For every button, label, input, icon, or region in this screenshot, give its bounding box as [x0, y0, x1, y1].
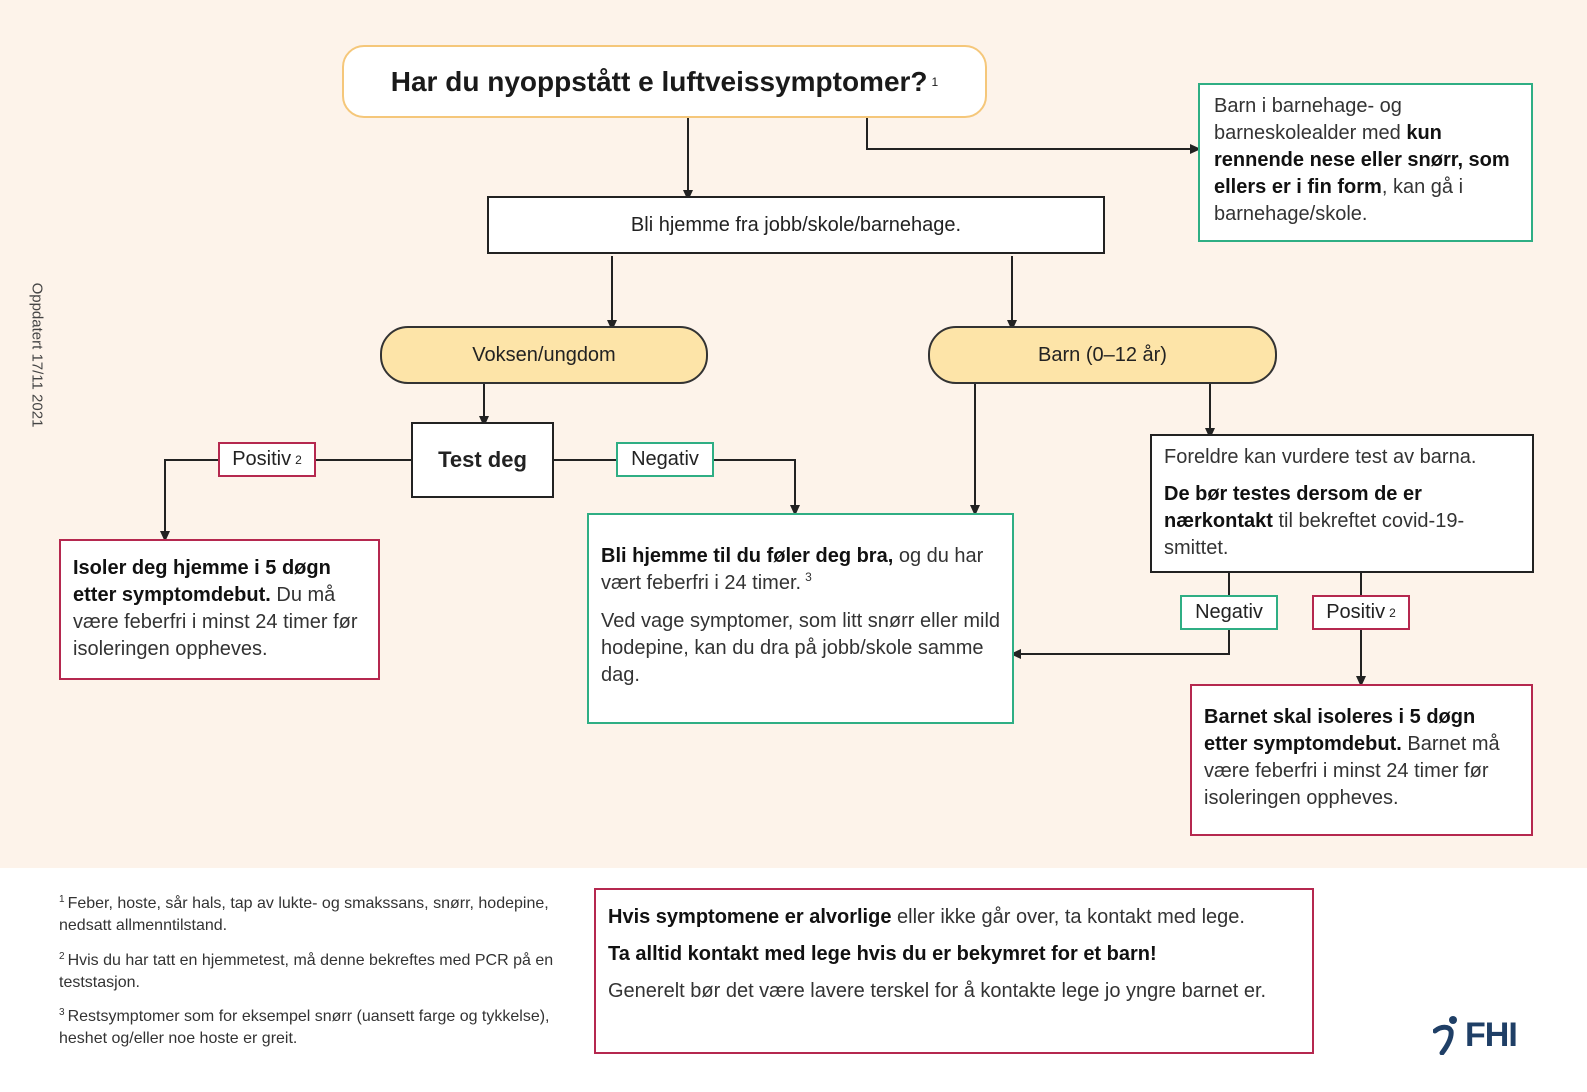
- negative-tag-adult-label: Negativ: [631, 448, 699, 470]
- positive-tag-child-label: Positiv: [1326, 601, 1386, 623]
- contact-doctor-line1: Hvis symptomene er alvorlige eller ikke …: [608, 904, 1300, 931]
- parents-consider-test-p1: Foreldre kan vurdere test av barna.: [1164, 446, 1477, 468]
- arrow-test-to-isolate: [160, 459, 411, 542]
- question-text: Har du nyoppstått e luftveissymptomer?: [390, 65, 928, 97]
- arrow-question-to-greennote: [866, 116, 1201, 154]
- adult-pill: Voksen/ungdom: [380, 326, 708, 384]
- parents-consider-test-p2: De bør testes dersom de er nærkontakt ti…: [1164, 481, 1520, 562]
- isolate-child-rest: Barnet må være feberfri i minst 24 timer…: [1204, 733, 1500, 809]
- isolate-adult-box: Isoler deg hjemme i 5 døgn etter symptom…: [59, 539, 380, 680]
- child-pill-label: Barn (0–12 år): [1038, 343, 1167, 366]
- isolate-child-box: Barnet skal isoleres i 5 døgn etter symp…: [1190, 684, 1533, 836]
- fhi-logo: FHI: [1433, 1013, 1533, 1057]
- contact-doctor-line2: Ta alltid kontakt med lege hvis du er be…: [608, 941, 1300, 968]
- question-box: Har du nyoppstått e luftveissymptomer? 1: [342, 45, 987, 118]
- parents-consider-test-box: Foreldre kan vurdere test av barna. De b…: [1150, 434, 1534, 573]
- updated-date-label: Oppdatert 17/11 2021: [28, 282, 46, 428]
- test-box-label: Test deg: [438, 447, 527, 472]
- isolate-adult-bold: Isoler deg hjemme i 5 døgn etter symptom…: [73, 557, 331, 606]
- isolate-child-bold: Barnet skal isoleres i 5 døgn etter symp…: [1204, 706, 1476, 755]
- recover-at-home-p1: Bli hjemme til du føler deg bra, og du h…: [601, 543, 1000, 597]
- contact-doctor-line1-bold: Hvis symptomene er alvorlige: [608, 906, 892, 928]
- child-pill: Barn (0–12 år): [928, 326, 1277, 384]
- footnote-2-text: Hvis du har tatt en hjemmetest, må denne…: [59, 952, 554, 991]
- footnote-3-text: Restsymptomer som for eksempel snørr (ua…: [59, 1008, 550, 1047]
- isolate-adult-rest: Du må være feberfri i minst 24 timer før…: [73, 584, 358, 660]
- contact-doctor-line2-bold: Ta alltid kontakt med lege hvis du er be…: [608, 943, 1157, 965]
- fhi-logo-text: FHI: [1465, 1015, 1518, 1054]
- negative-tag-child-label: Negativ: [1195, 601, 1263, 623]
- runny-nose-note-pre: Barn i barnehage- og barneskolealder med: [1214, 95, 1407, 144]
- stay-home-box: Bli hjemme fra jobb/skole/barnehage.: [487, 196, 1105, 254]
- stay-home-text: Bli hjemme fra jobb/skole/barnehage.: [630, 213, 962, 236]
- recover-at-home-p2: Ved vage symptomer, som litt snørr eller…: [601, 610, 1001, 686]
- contact-doctor-line3: Generelt bør det være lavere terskel for…: [608, 980, 1267, 1002]
- runny-nose-note-bold: kun rennende nese eller snørr, som eller…: [1214, 122, 1510, 198]
- recover-at-home-rest: og du har vært feberfri i 24 timer.: [601, 545, 984, 594]
- fhi-logo-mark-icon: [1433, 1016, 1457, 1055]
- recover-at-home-box: Bli hjemme til du føler deg bra, og du h…: [587, 513, 1014, 724]
- footnote-1-text: Feber, hoste, sår hals, tap av lukte- og…: [59, 895, 549, 934]
- negative-tag-adult: Negativ: [616, 442, 714, 477]
- contact-doctor-line1-rest: eller ikke går over, ta kontakt med lege…: [891, 906, 1245, 928]
- contact-doctor-box: Hvis symptomene er alvorlige eller ikke …: [594, 888, 1314, 1054]
- runny-nose-note-box: Barn i barnehage- og barneskolealder med…: [1198, 83, 1533, 242]
- footnote-3-num: 3: [59, 1006, 65, 1018]
- footnote-1-num: 1: [59, 893, 65, 905]
- runny-nose-note-post: , kan gå i barnehage/skole.: [1214, 176, 1464, 225]
- negative-tag-child: Negativ: [1180, 595, 1278, 630]
- positive-tag-adult-label: Positiv: [232, 448, 292, 470]
- footnote-2-num: 2: [59, 950, 65, 962]
- parents-consider-test-bold: De bør testes dersom de er nærkontakt: [1164, 483, 1422, 532]
- parents-consider-test-rest: til bekreftet covid-19-smittet.: [1164, 510, 1465, 559]
- test-box: Test deg: [411, 422, 554, 498]
- adult-pill-label: Voksen/ungdom: [472, 343, 616, 366]
- recover-at-home-ref: 3: [805, 570, 812, 585]
- recover-at-home-bold: Bli hjemme til du føler deg bra,: [601, 545, 894, 567]
